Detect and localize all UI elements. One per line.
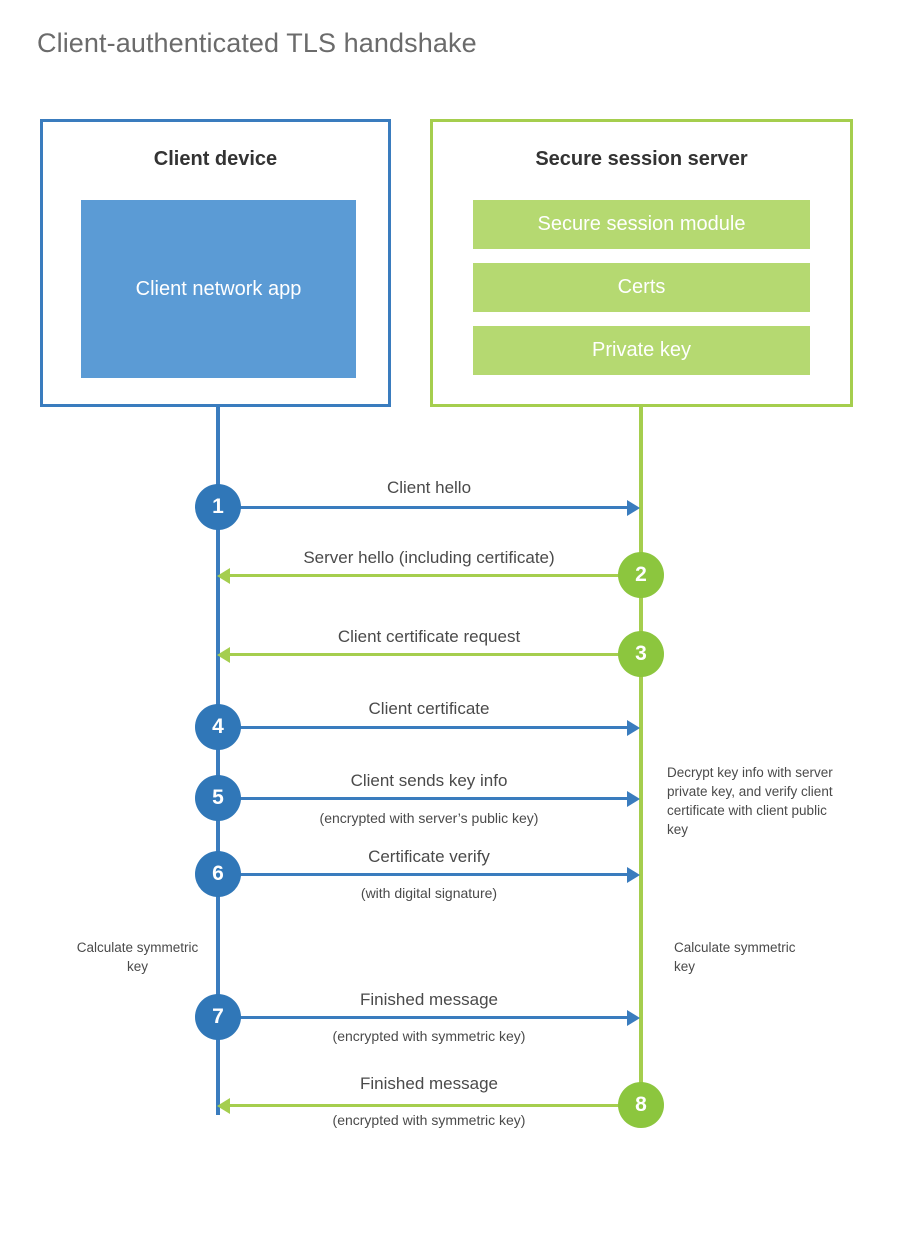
step-7-arrow-line (218, 1016, 628, 1019)
step-6-sublabel: (with digital signature) (360, 885, 498, 901)
step-5-sublabel: (encrypted with server’s public key) (319, 810, 539, 826)
secure-session-server-title: Secure session server (535, 148, 748, 170)
client-device-box: Client device Client network app (40, 119, 391, 407)
step-2-arrow-line (230, 574, 641, 577)
step-7-badge: 7 (195, 994, 241, 1040)
step-4-label: Client certificate (368, 699, 490, 718)
client-device-title: Client device (153, 148, 278, 170)
step-7-arrow-head-icon (627, 1010, 640, 1026)
step-5-badge: 5 (195, 775, 241, 821)
step-8-arrow-head-icon (217, 1098, 230, 1114)
server-lifeline (639, 406, 643, 1106)
step-8-arrow-line (230, 1104, 641, 1107)
step-1-badge: 1 (195, 484, 241, 530)
page-title: Client-authenticated TLS handshake (37, 28, 477, 58)
step-2-label: Server hello (including certificate) (303, 548, 555, 567)
step-3-label: Client certificate request (337, 627, 521, 646)
secure-session-server-box: Secure session server Secure session mod… (430, 119, 853, 407)
server-calculate-symmetric-key-note: Calculate symmetric key (674, 940, 796, 975)
step-8-badge: 8 (618, 1082, 664, 1128)
server-component-secure-session-module: Secure session module (473, 200, 810, 249)
step-4-arrow-head-icon (627, 720, 640, 736)
step-6-badge: 6 (195, 851, 241, 897)
step-3-arrow-head-icon (217, 647, 230, 663)
step-7-label: Finished message (360, 990, 498, 1009)
step-6-label: Certificate verify (368, 847, 490, 866)
step-1-arrow-head-icon (627, 500, 640, 516)
step-7-sublabel: (encrypted with symmetric key) (332, 1028, 526, 1044)
step-2-badge: 2 (618, 552, 664, 598)
step-1-arrow-line (218, 506, 628, 509)
step-8-label: Finished message (360, 1074, 498, 1093)
step-5-arrow-head-icon (627, 791, 640, 807)
step-6-arrow-head-icon (627, 867, 640, 883)
client-calculate-symmetric-key-note: Calculate symmetric key (76, 940, 199, 975)
step-6-arrow-line (218, 873, 628, 876)
step-3-badge: 3 (618, 631, 664, 677)
server-decrypt-note: Decrypt key info with server private key… (667, 765, 833, 838)
step-8-sublabel: (encrypted with symmetric key) (332, 1112, 526, 1128)
client-lifeline (216, 406, 220, 1115)
step-3-arrow-line (230, 653, 641, 656)
step-4-badge: 4 (195, 704, 241, 750)
client-network-app-block: Client network app (81, 200, 356, 378)
step-2-arrow-head-icon (217, 568, 230, 584)
step-5-label: Client sends key info (350, 771, 508, 790)
server-component-private-key: Private key (473, 326, 810, 375)
step-1-label: Client hello (386, 478, 472, 497)
server-component-certs: Certs (473, 263, 810, 312)
step-4-arrow-line (218, 726, 628, 729)
step-5-arrow-line (218, 797, 628, 800)
